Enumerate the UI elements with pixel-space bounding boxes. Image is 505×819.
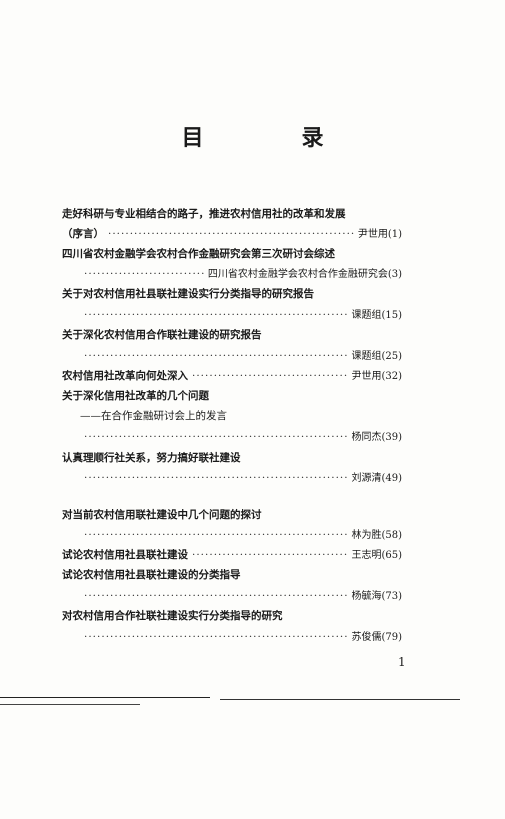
toc-entry-row[interactable]: 苏俊儒(79) — [80, 629, 402, 645]
toc-entry-row[interactable]: 课题组(25) — [80, 348, 402, 364]
dot-leader — [192, 368, 347, 384]
bottom-rule — [0, 704, 140, 705]
toc-entry-row[interactable]: 四川省农村金融学会农村合作金融研究会(3) — [80, 266, 402, 282]
page-title: 目 录 — [181, 125, 362, 151]
toc-entry-page: (32) — [381, 371, 402, 382]
bottom-rule — [0, 697, 210, 698]
toc-entry-title[interactable]: 认真理顺行社关系，努力搞好联社建设 — [62, 452, 241, 464]
toc-entry-page: (3) — [387, 269, 402, 280]
toc-entry-author: 四川省农村金融学会农村合作金融研究会 — [207, 269, 388, 280]
toc-entry-title[interactable]: 关于对农村信用社县联社建设实行分类指导的研究报告 — [62, 288, 314, 300]
toc-entry-title[interactable]: 对农村信用合作社联社建设实行分类指导的研究 — [62, 610, 283, 622]
toc-entry-author: 尹世用 — [357, 229, 388, 240]
toc-entry-page: (65) — [381, 550, 402, 561]
toc-entry-row[interactable]: 刘源清(49) — [80, 470, 402, 486]
toc-entry-title[interactable]: 四川省农村金融学会农村合作金融研究会第三次研讨会综述 — [62, 248, 335, 260]
toc-entry-subtitle: ——在合作金融研讨会上的发言 — [80, 410, 227, 422]
toc-entry-author: 林为胜 — [351, 530, 382, 541]
toc-entry-author: 课题组 — [351, 310, 382, 321]
toc-entry-title-cont: （序言） — [62, 228, 104, 240]
dot-leader — [84, 348, 347, 364]
toc-entry-author: 杨毓海 — [351, 591, 382, 602]
toc-entry-page: (49) — [381, 473, 402, 484]
toc-entry-page: (1) — [387, 229, 402, 240]
dot-leader — [84, 266, 204, 282]
toc-entry-row[interactable]: 试论农村信用社县联社建设 王志明(65) — [62, 547, 402, 563]
toc-entry-title: 农村信用社改革向何处深入 — [62, 370, 188, 382]
dot-leader — [84, 429, 347, 445]
page-number: 1 — [398, 655, 406, 669]
dot-leader — [84, 588, 347, 604]
toc-entry-page: (25) — [381, 351, 402, 362]
toc-entry-title[interactable]: 关于深化农村信用合作联社建设的研究报告 — [62, 329, 262, 341]
toc-entry-author: 苏俊儒 — [351, 632, 382, 643]
toc-entry-title[interactable]: 走好科研与专业相结合的路子，推进农村信用社的改革和发展 — [62, 208, 346, 220]
toc-entry-row[interactable]: 课题组(15) — [80, 307, 402, 323]
dot-leader — [84, 629, 347, 645]
toc-entry-row[interactable]: 林为胜(58) — [80, 527, 402, 543]
dot-leader — [84, 470, 347, 486]
toc-entry-title[interactable]: 对当前农村信用联社建设中几个问题的探讨 — [62, 509, 262, 521]
toc-entry-title[interactable]: 试论农村信用社县联社建设的分类指导 — [62, 569, 241, 581]
toc-entry-row[interactable]: 杨同杰(39) — [80, 429, 402, 445]
dot-leader — [84, 307, 347, 323]
toc-entry-row[interactable]: 农村信用社改革向何处深入 尹世用(32) — [62, 368, 402, 384]
dot-leader — [192, 547, 347, 563]
toc-entry-page: (15) — [381, 310, 402, 321]
toc-entry-author: 课题组 — [351, 351, 382, 362]
toc-entry-author: 刘源清 — [351, 473, 382, 484]
toc-entry-row[interactable]: 杨毓海(73) — [80, 588, 402, 604]
toc-entry-author: 王志明 — [351, 550, 382, 561]
toc-entry-page: (58) — [381, 530, 402, 541]
toc-entry-page: (79) — [381, 632, 402, 643]
bottom-rule — [220, 699, 460, 700]
toc-entry-title[interactable]: 关于深化信用社改革的几个问题 — [62, 390, 209, 402]
toc-entry-page: (39) — [381, 432, 402, 443]
dot-leader — [108, 226, 354, 242]
toc-entry-author: 杨同杰 — [351, 432, 382, 443]
toc-entry-page: (73) — [381, 591, 402, 602]
dot-leader — [84, 527, 347, 543]
toc-entry-author: 尹世用 — [351, 371, 382, 382]
toc-entry-title: 试论农村信用社县联社建设 — [62, 549, 188, 561]
toc-entry-row[interactable]: （序言） 尹世用(1) — [62, 226, 402, 242]
